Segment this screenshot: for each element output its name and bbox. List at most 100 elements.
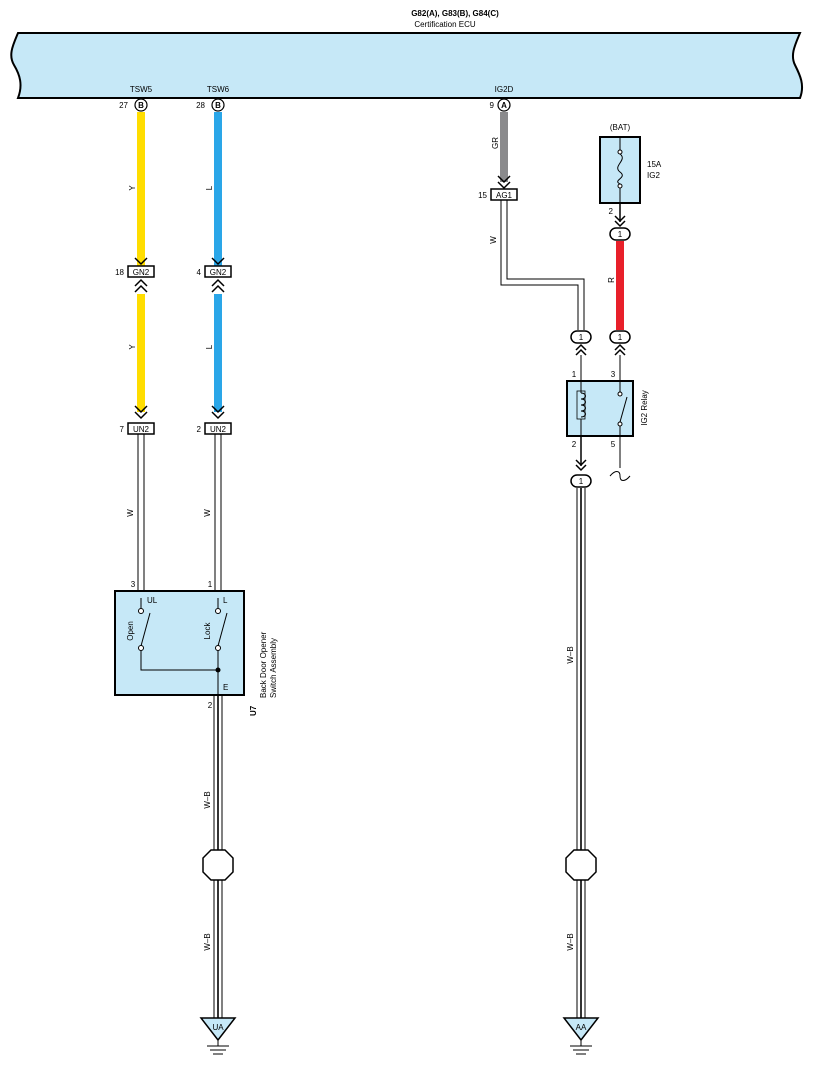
inline-conn-relay-right bbox=[609, 330, 631, 344]
chevron-gn2-left-lower2 bbox=[134, 284, 148, 293]
ecu-name: Certification ECU bbox=[414, 20, 476, 29]
pin-connector-28: B bbox=[215, 101, 221, 110]
conn-box-un2-left bbox=[127, 422, 155, 435]
wire-label-gr: GR bbox=[491, 137, 500, 149]
fuse-ig2: (BAT) 15A IG2 2 1 bbox=[599, 123, 662, 241]
ground-point-right bbox=[562, 1017, 600, 1042]
pin-name-tsw6: TSW6 bbox=[207, 85, 230, 94]
wire-label-wb-left-1: W–B bbox=[203, 791, 212, 808]
ground-circuit-left: W–B W–B UA bbox=[199, 696, 237, 1055]
fuse-rating: 15A bbox=[647, 160, 662, 169]
fuse-pin: 2 bbox=[609, 207, 614, 216]
ig2-relay: 1 3 IG2 Relay 2 5 1 bbox=[566, 370, 649, 488]
chevron-fuse-out-2 bbox=[614, 220, 626, 228]
switch-blade-open bbox=[140, 612, 151, 647]
chevron-un2-left2 bbox=[134, 411, 148, 420]
switch-term-e: E bbox=[223, 683, 228, 692]
switch-contact-l-bottom bbox=[215, 645, 221, 651]
switch-box bbox=[114, 590, 245, 696]
relay-pin-2: 2 bbox=[572, 440, 577, 449]
chevron-un2-right2 bbox=[211, 411, 225, 420]
relay-contact-blade bbox=[619, 396, 628, 423]
chevron-un2-right bbox=[211, 405, 225, 414]
conn-name-un2-left: UN2 bbox=[133, 425, 150, 434]
pin-terminal-27 bbox=[134, 98, 148, 112]
switch-open-label: Open bbox=[126, 621, 135, 641]
pin-name-tsw5: TSW5 bbox=[130, 85, 153, 94]
relay-inputs: 1 1 bbox=[570, 330, 631, 380]
pin-number-9: 9 bbox=[490, 101, 495, 110]
switch-code: U7 bbox=[249, 705, 258, 716]
relay-box bbox=[566, 380, 634, 437]
switch-blade-lock bbox=[217, 612, 228, 647]
wire-label-w-tsw6: W bbox=[203, 509, 212, 517]
relay-out-5-continuation bbox=[609, 471, 631, 481]
circuit-tsw5: 27 B Y 18 GN2 Y 7 UN2 W bbox=[115, 98, 155, 600]
switch-name-2: Switch Assembly bbox=[269, 638, 278, 698]
chevron-relay-right-2 bbox=[614, 348, 626, 356]
inline-pin-relay-left: 1 bbox=[579, 333, 584, 342]
wire-label-y-lower: Y bbox=[128, 344, 137, 350]
chevron-relay-left bbox=[575, 343, 587, 351]
relay-pin-5: 5 bbox=[611, 440, 616, 449]
fuse-element bbox=[617, 153, 623, 185]
switch-contact-ul-top bbox=[138, 608, 144, 614]
chevron-un2-left bbox=[134, 405, 148, 414]
chevron-relay-out-2 bbox=[575, 464, 587, 472]
inline-conn-relay-left bbox=[570, 330, 592, 344]
switch-common-line bbox=[140, 651, 218, 671]
chevron-gn2-right-lower2 bbox=[211, 284, 225, 293]
chevron-relay-right bbox=[614, 343, 626, 351]
chevron-gn2-left-lower bbox=[134, 278, 148, 287]
conn-pin-un2-right: 2 bbox=[197, 425, 202, 434]
ground-label-left: UA bbox=[212, 1023, 224, 1032]
circuit-tsw6: 28 B L 4 GN2 L 2 UN2 W bbox=[196, 98, 232, 590]
switch-contact-ul-bottom bbox=[138, 645, 144, 651]
switch-name-1: Back Door Opener bbox=[259, 631, 268, 698]
fuse-contact-top bbox=[617, 149, 623, 155]
wire-label-wb-left-2: W–B bbox=[203, 933, 212, 950]
fuse-contact-bottom bbox=[617, 183, 623, 189]
relay-contact-top bbox=[617, 391, 623, 397]
switch-pin-1: 1 bbox=[208, 580, 213, 589]
wire-label-w-tsw5: W bbox=[126, 509, 135, 517]
ecu-body bbox=[10, 32, 804, 99]
inline-pin-relay-out: 1 bbox=[579, 477, 584, 486]
wire-white-ag1-b bbox=[506, 200, 585, 330]
switch-term-ul: UL bbox=[147, 596, 158, 605]
inline-conn-fuse bbox=[609, 227, 631, 241]
wire-label-l-upper: L bbox=[205, 185, 214, 190]
ground-circuit-right: W–B W–B AA bbox=[562, 488, 600, 1055]
wire-label-y-upper: Y bbox=[128, 185, 137, 191]
conn-pin-ag1: 15 bbox=[478, 191, 487, 200]
ground-label-right: AA bbox=[576, 1023, 587, 1032]
inline-conn-relay-out bbox=[570, 474, 592, 488]
splice-left bbox=[202, 849, 234, 881]
switch-junction bbox=[215, 667, 221, 673]
chevron-relay-left-2 bbox=[575, 348, 587, 356]
relay-name: IG2 Relay bbox=[640, 390, 649, 426]
conn-name-ag1: AG1 bbox=[496, 191, 513, 200]
back-door-opener-switch: 3 1 UL L Open Lock E U7 Back Door Opener… bbox=[114, 580, 278, 716]
relay-contact-bottom bbox=[617, 421, 623, 427]
ground-point-left bbox=[199, 1017, 237, 1042]
chevron-gn2-right-lower bbox=[211, 278, 225, 287]
wire-label-wb-right-2: W–B bbox=[566, 933, 575, 950]
pin-terminal-9 bbox=[497, 98, 511, 112]
conn-box-ag1 bbox=[490, 188, 518, 201]
inline-pin-fuse: 1 bbox=[618, 230, 623, 239]
relay-pin-3: 3 bbox=[611, 370, 616, 379]
switch-contact-l-top bbox=[215, 608, 221, 614]
switch-lock-label: Lock bbox=[203, 622, 212, 640]
wire-label-w-ig2d: W bbox=[489, 236, 498, 244]
chevron-relay-out bbox=[575, 459, 587, 467]
circuit-ig2d: 9 A GR 15 AG1 W bbox=[478, 98, 585, 330]
conn-pin-gn2-left: 18 bbox=[115, 268, 124, 277]
conn-box-gn2-right bbox=[204, 265, 232, 278]
pin-terminal-28 bbox=[211, 98, 225, 112]
pin-connector-9: A bbox=[501, 101, 507, 110]
wire-label-wb-right-1: W–B bbox=[566, 646, 575, 663]
conn-pin-gn2-right: 4 bbox=[197, 268, 202, 277]
pin-name-ig2d: IG2D bbox=[495, 85, 514, 94]
